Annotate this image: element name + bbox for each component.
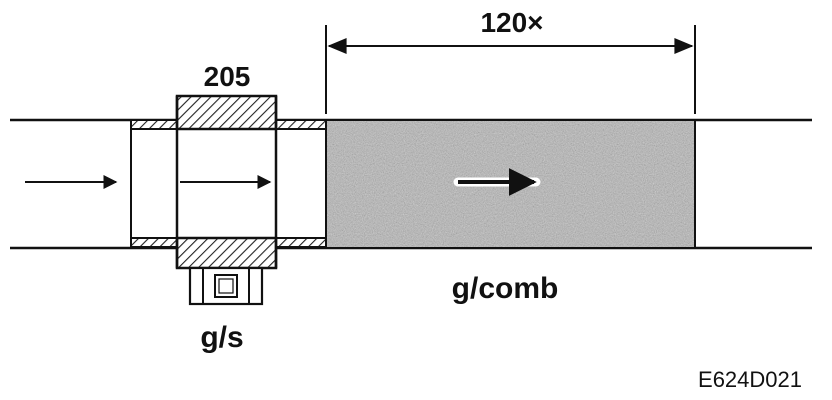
sensor-housing-top (175, 94, 278, 131)
flow-unit-label: g/comb (452, 272, 559, 305)
sensor-size-label: 205 (204, 61, 251, 92)
length-dimension (325, 25, 696, 114)
sensor-unit-label: g/s (200, 321, 243, 354)
sensor-tube (130, 119, 327, 248)
sensor-housing-bottom (175, 236, 278, 270)
measure-length-label: 120× (480, 7, 543, 38)
sensor-connector (188, 266, 264, 306)
figure-code: E624D021 (698, 367, 802, 392)
